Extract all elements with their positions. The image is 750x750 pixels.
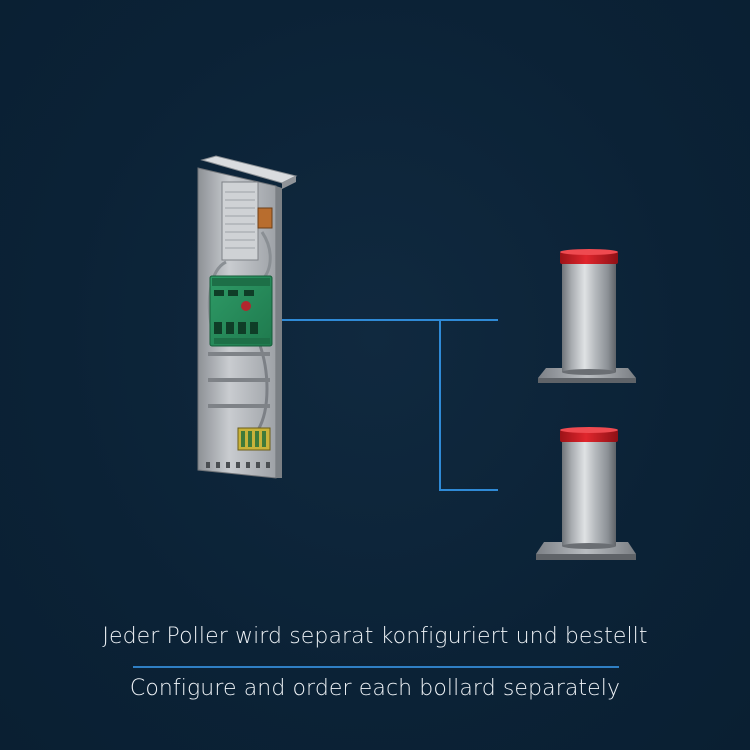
bollard-top-cap (560, 252, 618, 264)
caption-divider (133, 666, 619, 668)
bollard-top-column (562, 258, 616, 372)
control-cabinet-icon (197, 155, 298, 479)
bollard-bottom-column (562, 440, 616, 546)
connector-lines (272, 319, 498, 491)
scene-graphic (197, 155, 636, 560)
bollard-bottom (536, 427, 636, 560)
bollard-top (538, 249, 636, 383)
caption-english: Configure and order each bollard separat… (129, 676, 621, 701)
bollard-bottom-cap (560, 430, 618, 442)
caption-german: Jeder Poller wird separat konfiguriert u… (102, 624, 648, 649)
